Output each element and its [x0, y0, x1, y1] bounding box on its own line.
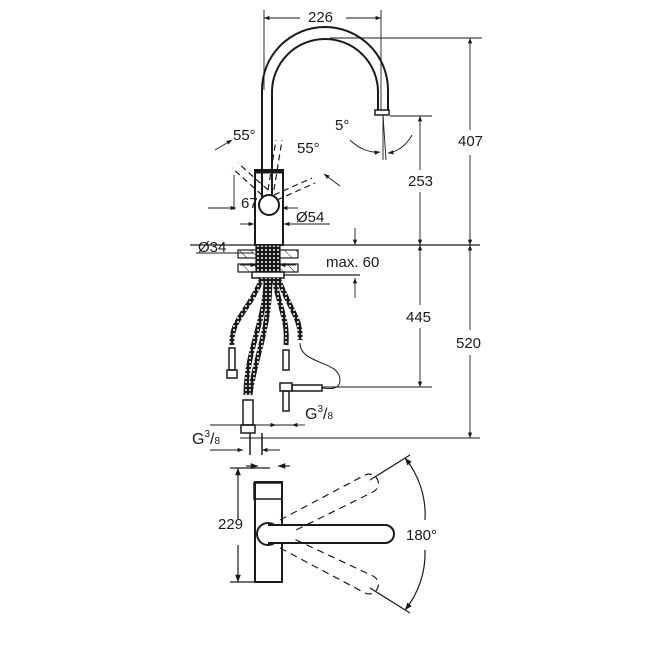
supply-hoses: [229, 277, 303, 396]
deck-mounting: [190, 244, 480, 279]
handle-offset-label: 67: [241, 195, 258, 212]
spout-tilt-angle-label: 5°: [335, 117, 350, 134]
handle-angle-right-label: 55°: [297, 140, 320, 157]
mounting-hole-diameter-label: Ø34: [198, 239, 227, 256]
faucet-body: [254, 169, 284, 246]
total-height-label: 407: [458, 133, 484, 150]
handle-positions: [231, 139, 316, 201]
top-view: [230, 454, 426, 614]
handle-angle-left-label: 55°: [233, 127, 256, 144]
connection-thread-label-1: G3/8: [305, 404, 334, 423]
max-deck-thickness-label: max. 60: [326, 254, 380, 271]
total-below-deck-label: 520: [456, 335, 482, 352]
spout-outlet-height-label: 253: [408, 173, 434, 190]
swivel-angle-label: 180°: [406, 527, 438, 544]
dimension-lines: [196, 10, 482, 453]
spout: [261, 26, 390, 200]
top-view-depth-label: 229: [218, 516, 244, 533]
spout-reach-label: 226: [308, 9, 334, 26]
hose-length-label: 445: [406, 309, 432, 326]
body-diameter-label: Ø54: [296, 209, 325, 226]
hose-fittings: [226, 342, 341, 455]
connection-thread-label-2: G3/8: [192, 429, 221, 448]
